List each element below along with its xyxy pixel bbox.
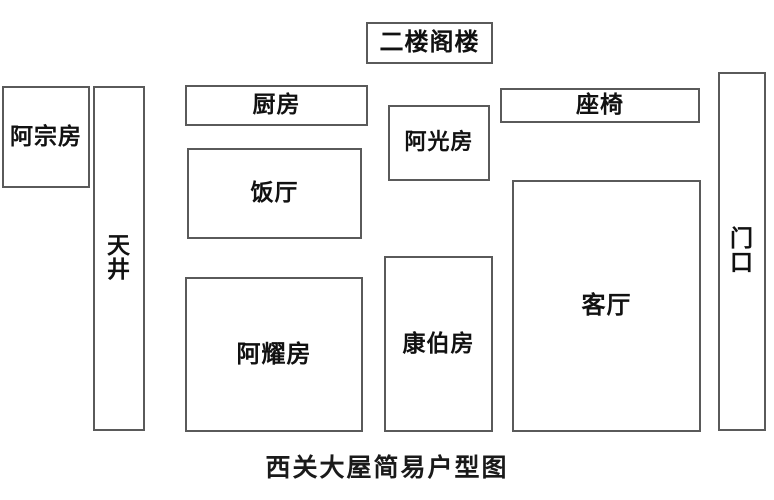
room-label-kangbo: 康伯房 xyxy=(402,330,475,357)
room-label-chufang: 厨房 xyxy=(252,92,301,119)
room-kangbo-bedroom: 康伯房 xyxy=(384,256,493,432)
room-label-aguang: 阿光房 xyxy=(404,130,474,156)
room-label-keting: 客厅 xyxy=(581,291,632,320)
room-second-floor-attic: 二楼阁楼 xyxy=(366,22,493,64)
room-seating-area: 座椅 xyxy=(500,88,700,123)
room-label-attic: 二楼阁楼 xyxy=(379,28,480,57)
diagram-caption: 西关大屋简易户型图 xyxy=(265,453,509,482)
room-kitchen: 厨房 xyxy=(185,85,368,126)
room-label-zuoyi: 座椅 xyxy=(576,92,624,119)
room-label-menkou: 门口 xyxy=(730,226,754,276)
room-living-room: 客厅 xyxy=(512,180,701,432)
room-azong-bedroom: 阿宗房 xyxy=(2,86,90,188)
room-aguang-bedroom: 阿光房 xyxy=(388,105,490,181)
room-label-ayao: 阿耀房 xyxy=(236,339,312,368)
room-ayao-bedroom: 阿耀房 xyxy=(185,277,363,432)
room-entrance-doorway: 门口 xyxy=(718,72,766,431)
room-label-azong: 阿宗房 xyxy=(10,123,82,150)
room-courtyard-well: 天井 xyxy=(93,86,145,431)
room-label-tianjing: 天井 xyxy=(107,233,131,283)
room-dining-hall: 饭厅 xyxy=(187,148,362,239)
room-label-fanting: 饭厅 xyxy=(250,180,299,207)
